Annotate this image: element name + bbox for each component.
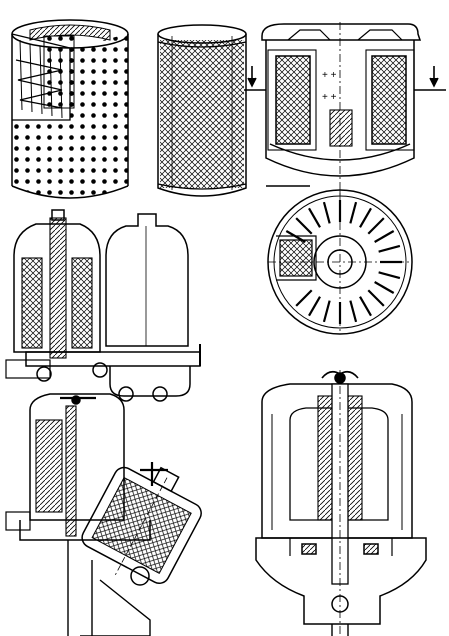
svg-text:+ +: + + (322, 92, 337, 103)
centrifuge-section-figure (255, 370, 427, 636)
svg-text:+ +: + + (322, 70, 337, 81)
wheel-plan-view-figure (266, 185, 413, 335)
cup-filter-section-figure: + + + + (244, 22, 446, 200)
mesh-element-figure (157, 24, 247, 197)
twin-filter-assembly-figure (5, 209, 201, 402)
perforated-element-figure (11, 19, 129, 199)
angled-filter-assembly-figure (5, 393, 202, 636)
